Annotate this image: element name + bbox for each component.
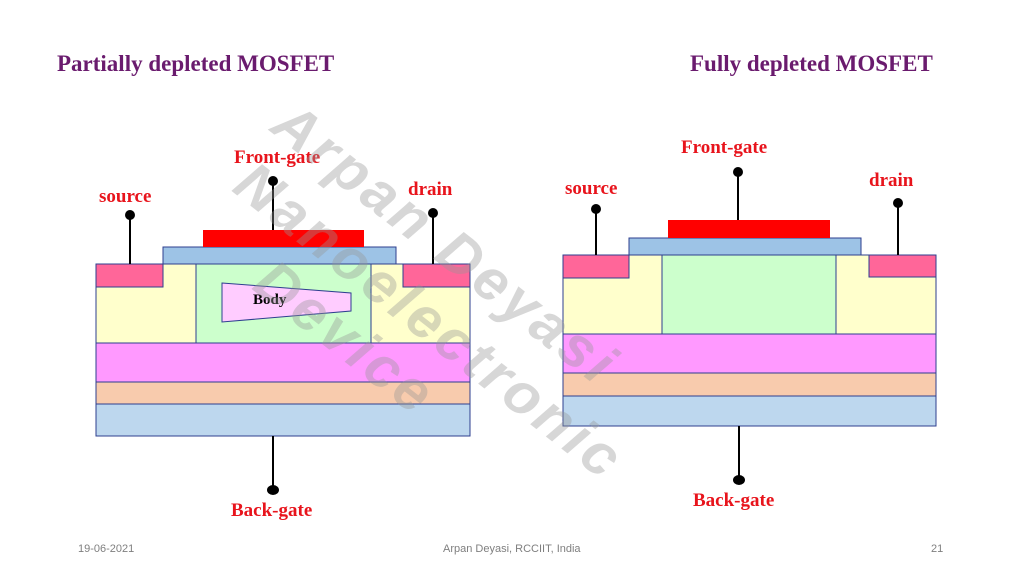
left-front-gate-label: Front-gate (234, 147, 321, 168)
drain-contact (868, 254, 937, 278)
front-gate-terminal (733, 167, 743, 177)
substrate-layer (562, 372, 937, 397)
front-gate-metal (668, 220, 830, 238)
back-gate-terminal (733, 475, 745, 485)
right-back-gate-label: Back-gate (693, 490, 775, 511)
footer-date: 19-06-2021 (78, 543, 135, 555)
right-source-label: source (565, 178, 618, 199)
heading-partially-depleted: Partially depleted MOSFET (57, 51, 335, 76)
back-layer (562, 395, 937, 427)
source-contact (562, 254, 630, 279)
front-gate-metal (203, 230, 364, 247)
drain-contact (402, 263, 471, 288)
fully-depleted-device (562, 167, 937, 485)
back-layer (95, 403, 471, 437)
body-label: Body (253, 292, 287, 308)
left-source-label: source (99, 186, 152, 207)
buried-oxide (95, 342, 471, 383)
gate-oxide (628, 237, 862, 256)
right-drain-label: drain (869, 170, 914, 191)
source-terminal (125, 210, 135, 220)
left-back-gate-label: Back-gate (231, 500, 313, 521)
drain-terminal (428, 208, 438, 218)
front-gate-terminal (268, 176, 278, 186)
footer-page-number: 21 (931, 543, 944, 555)
channel-region (661, 254, 837, 335)
left-drain-label: drain (408, 179, 453, 200)
source-terminal (591, 204, 601, 214)
partially-depleted-device (95, 176, 471, 495)
source-contact (95, 263, 164, 288)
heading-fully-depleted: Fully depleted MOSFET (690, 51, 933, 76)
body-depletion-region (221, 282, 352, 323)
right-front-gate-label: Front-gate (681, 137, 768, 158)
drain-terminal (893, 198, 903, 208)
footer-author: Arpan Deyasi, RCCIIT, India (443, 543, 581, 555)
back-gate-terminal (267, 485, 279, 495)
buried-oxide (562, 333, 937, 374)
